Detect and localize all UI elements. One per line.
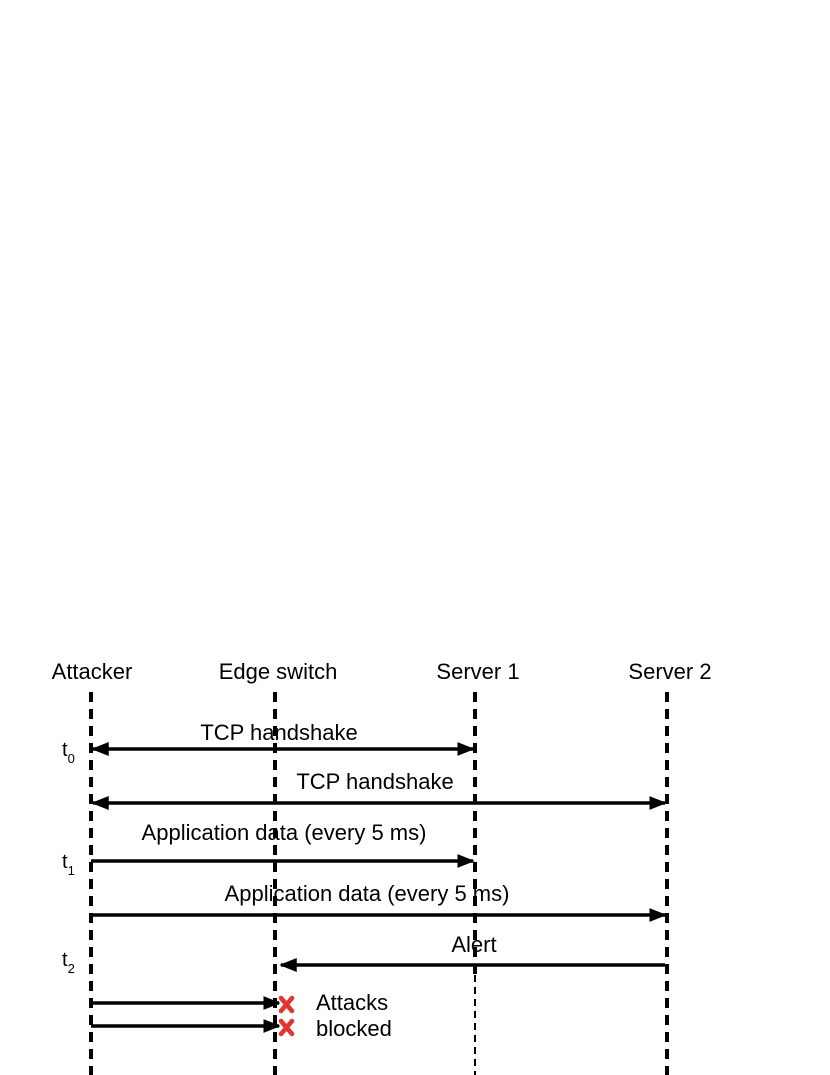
- label-alert: Alert: [451, 932, 496, 957]
- label-app-data-server-1: Application data (every 5 ms): [142, 820, 427, 845]
- label-app-data-server-2: Application data (every 5 ms): [225, 881, 510, 906]
- participant-edge-switch: Edge switch: [219, 659, 338, 684]
- label-tcp-handshake-server-2: TCP handshake: [296, 769, 453, 794]
- blocked-mark-2: [278, 1018, 295, 1037]
- participant-server-2: Server 2: [628, 659, 711, 684]
- time-label-t2: t2: [62, 949, 75, 976]
- time-label-t0: t0: [62, 739, 75, 766]
- blocked-mark-1: [278, 995, 295, 1014]
- blocked-note-line-1: Attacks: [316, 990, 388, 1015]
- time-label-t1: t1: [62, 851, 75, 878]
- label-tcp-handshake-server-1: TCP handshake: [200, 720, 357, 745]
- blocked-note-line-2: blocked: [316, 1016, 392, 1041]
- participant-server-1: Server 1: [436, 659, 519, 684]
- participant-attacker: Attacker: [52, 659, 133, 684]
